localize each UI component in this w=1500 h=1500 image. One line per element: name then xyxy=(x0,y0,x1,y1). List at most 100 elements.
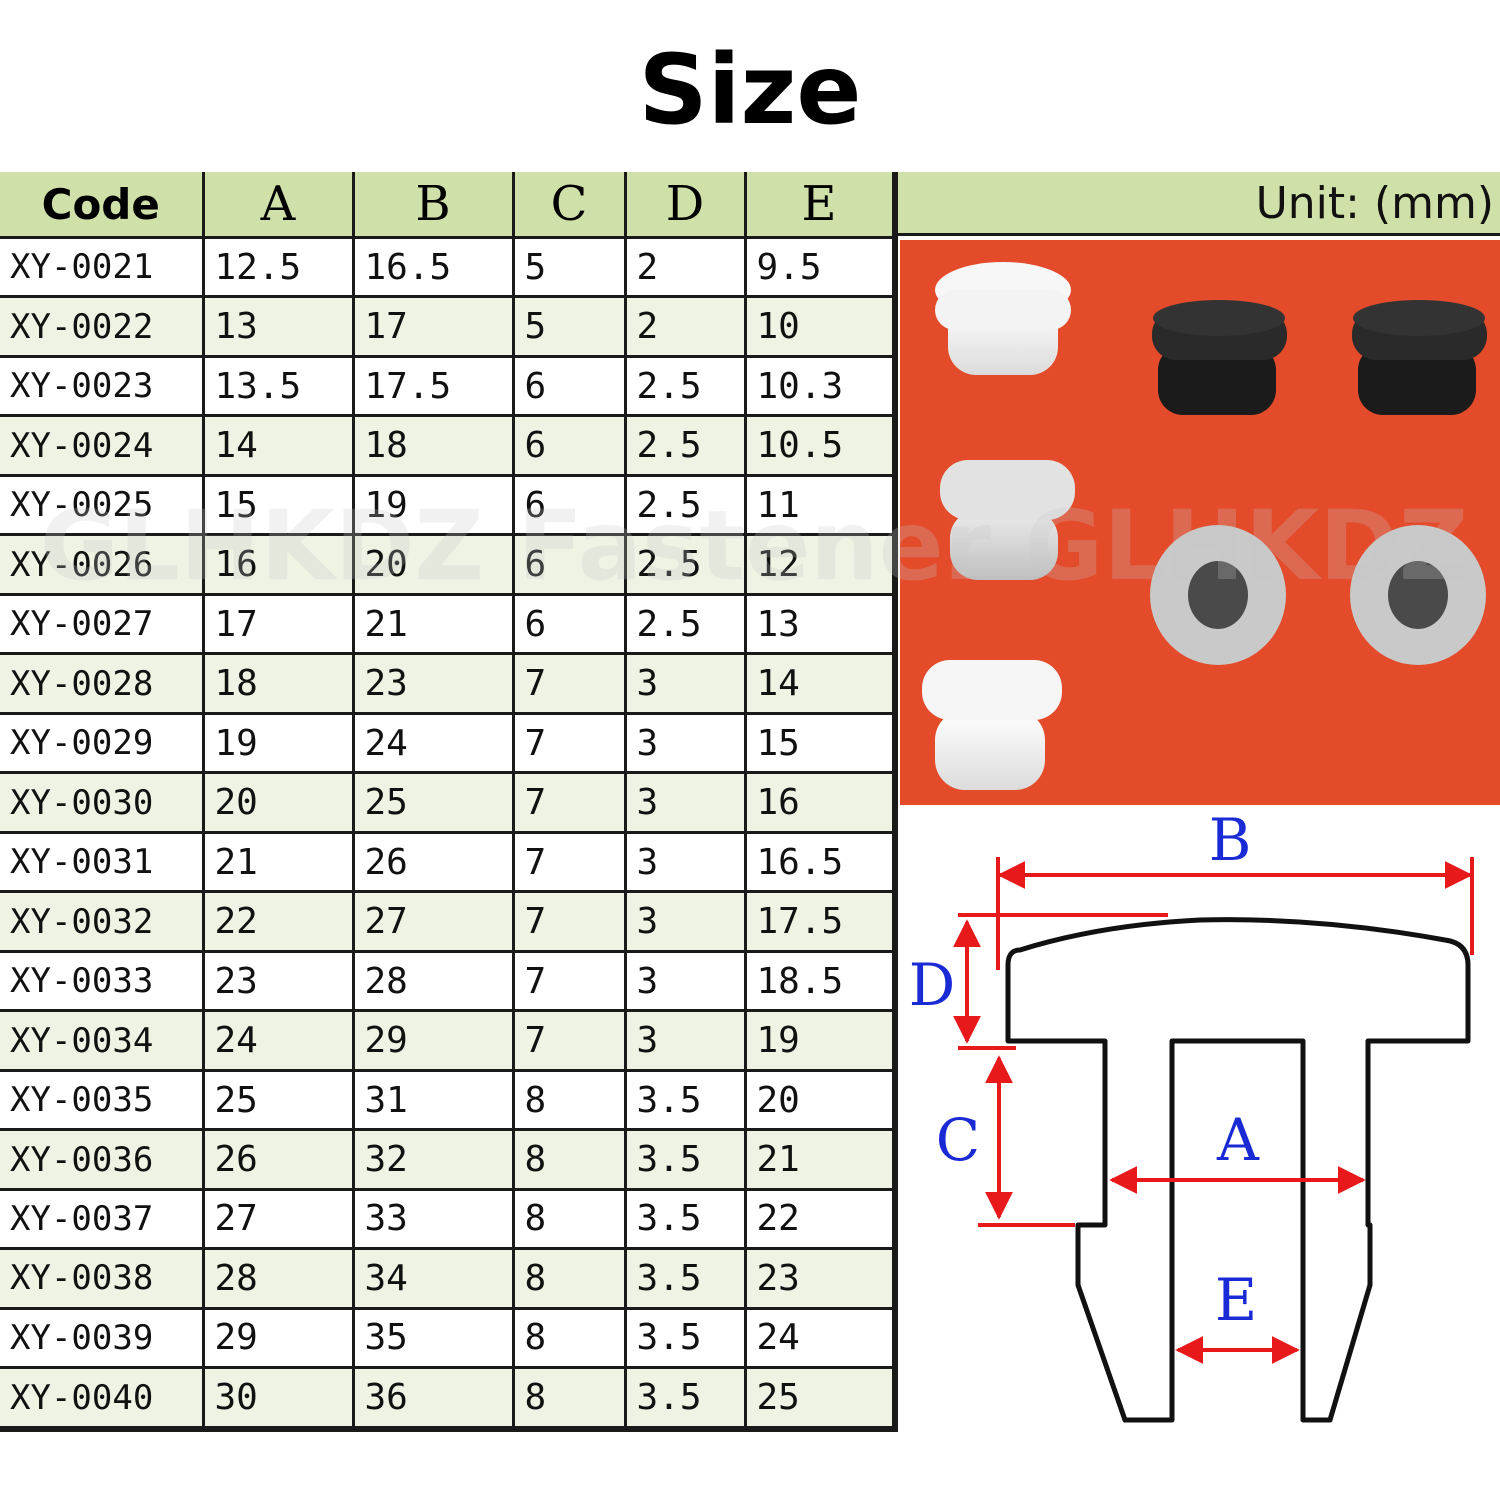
cell-c: 7 xyxy=(513,1010,627,1072)
cell-b: 17 xyxy=(353,296,515,358)
cell-d: 3 xyxy=(625,713,747,775)
cell-d: 3 xyxy=(625,772,747,834)
cell-code: XY-0027 xyxy=(0,594,205,656)
cell-d: 3 xyxy=(625,891,747,953)
cell-a: 29 xyxy=(203,1308,355,1370)
cell-a: 21 xyxy=(203,832,355,894)
cell-e: 12 xyxy=(745,534,895,596)
cell-code: XY-0033 xyxy=(0,951,205,1013)
cell-d: 2 xyxy=(625,296,747,358)
cell-code: XY-0031 xyxy=(0,832,205,894)
cell-code: XY-0032 xyxy=(0,891,205,953)
cell-b: 16.5 xyxy=(353,237,515,299)
cell-e: 17.5 xyxy=(745,891,895,953)
cell-e: 16 xyxy=(745,772,895,834)
cell-e: 23 xyxy=(745,1248,895,1310)
cell-a: 13 xyxy=(203,296,355,358)
cell-e: 22 xyxy=(745,1189,895,1251)
cell-e: 16.5 xyxy=(745,832,895,894)
column-header-e: E xyxy=(745,172,895,239)
cell-d: 3.5 xyxy=(625,1308,747,1370)
cell-d: 2 xyxy=(625,237,747,299)
cell-a: 25 xyxy=(203,1070,355,1132)
product-photo xyxy=(900,240,1500,805)
cell-c: 6 xyxy=(513,415,627,477)
cell-d: 3.5 xyxy=(625,1248,747,1310)
label-c: C xyxy=(936,1106,980,1174)
cell-c: 6 xyxy=(513,594,627,656)
cell-c: 8 xyxy=(513,1248,627,1310)
cell-code: XY-0038 xyxy=(0,1248,205,1310)
cell-a: 26 xyxy=(203,1129,355,1191)
label-a: A xyxy=(1216,1106,1260,1174)
cell-b: 19 xyxy=(353,475,515,537)
cell-d: 3 xyxy=(625,1010,747,1072)
cell-d: 2.5 xyxy=(625,415,747,477)
cell-b: 31 xyxy=(353,1070,515,1132)
cell-b: 17.5 xyxy=(353,356,515,418)
cell-c: 6 xyxy=(513,475,627,537)
cell-b: 20 xyxy=(353,534,515,596)
cell-b: 23 xyxy=(353,653,515,715)
cell-d: 2.5 xyxy=(625,594,747,656)
cell-e: 15 xyxy=(745,713,895,775)
cell-code: XY-0028 xyxy=(0,653,205,715)
cell-a: 14 xyxy=(203,415,355,477)
cell-b: 35 xyxy=(353,1308,515,1370)
cell-e: 19 xyxy=(745,1010,895,1072)
cell-e: 18.5 xyxy=(745,951,895,1013)
cell-e: 10.3 xyxy=(745,356,895,418)
label-d: D xyxy=(909,951,956,1019)
label-b: B xyxy=(1209,806,1252,874)
column-header-b: B xyxy=(353,172,515,239)
plug-white-2 xyxy=(922,660,1062,790)
cell-a: 16 xyxy=(203,534,355,596)
column-header-d: D xyxy=(625,172,747,239)
cell-c: 5 xyxy=(513,237,627,299)
cell-code: XY-0026 xyxy=(0,534,205,596)
cell-code: XY-0039 xyxy=(0,1308,205,1370)
cell-c: 7 xyxy=(513,951,627,1013)
cell-c: 6 xyxy=(513,356,627,418)
cell-c: 6 xyxy=(513,534,627,596)
cell-code: XY-0030 xyxy=(0,772,205,834)
cell-e: 11 xyxy=(745,475,895,537)
plug-grey-1 xyxy=(940,460,1075,580)
unit-label: Unit: (mm) xyxy=(1255,178,1494,229)
label-e: E xyxy=(1215,1266,1257,1334)
cell-a: 23 xyxy=(203,951,355,1013)
cell-b: 36 xyxy=(353,1367,515,1433)
cell-a: 24 xyxy=(203,1010,355,1072)
plug-black-1 xyxy=(1152,300,1287,415)
cell-d: 3.5 xyxy=(625,1367,747,1433)
cell-e: 25 xyxy=(745,1367,895,1433)
column-divider xyxy=(893,172,898,1432)
cell-b: 28 xyxy=(353,951,515,1013)
cell-a: 17 xyxy=(203,594,355,656)
cell-a: 20 xyxy=(203,772,355,834)
unit-header-bar: Unit: (mm) xyxy=(898,172,1500,236)
cell-c: 8 xyxy=(513,1070,627,1132)
cell-code: XY-0022 xyxy=(0,296,205,358)
cell-a: 22 xyxy=(203,891,355,953)
cell-e: 13 xyxy=(745,594,895,656)
plug-black-2 xyxy=(1352,300,1487,415)
cell-c: 7 xyxy=(513,891,627,953)
cell-code: XY-0034 xyxy=(0,1010,205,1072)
cell-code: XY-0021 xyxy=(0,237,205,299)
cell-d: 3.5 xyxy=(625,1189,747,1251)
cell-a: 30 xyxy=(203,1367,355,1433)
dimension-diagram: B D C A E xyxy=(900,805,1500,1425)
cell-b: 26 xyxy=(353,832,515,894)
